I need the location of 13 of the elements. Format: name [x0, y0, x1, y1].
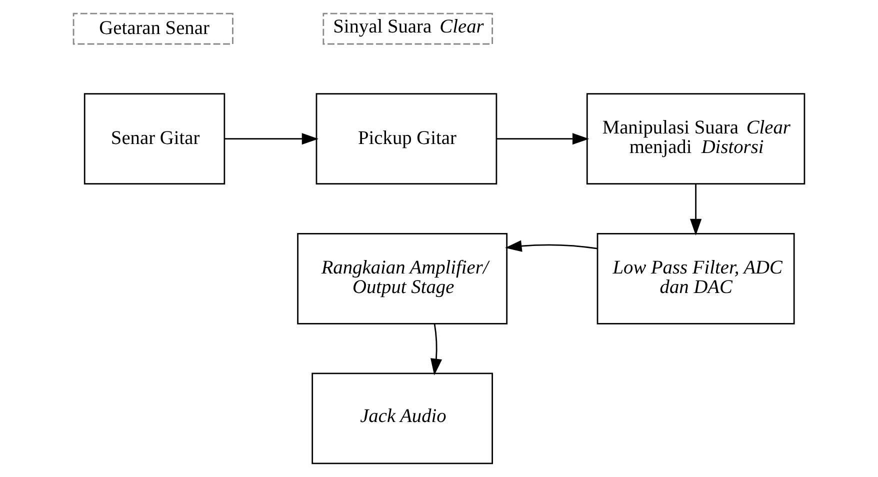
arrow: [505, 240, 598, 252]
node-box: Rangkaian Amplifier/ Output Stage: [297, 232, 508, 324]
arrow: [496, 133, 590, 145]
arrow: [224, 133, 318, 145]
node-box: Manipulasi Suara Clear menjadi Distorsi: [586, 93, 806, 185]
node-box: Jack Audio: [312, 372, 493, 464]
node-box: Low Pass Filter, ADC dan DAC: [596, 232, 795, 324]
node-box: Pickup Gitar: [316, 93, 498, 185]
node-box: Getaran Senar: [72, 12, 234, 45]
node-box: Sinyal Suara Clear: [322, 12, 493, 45]
node-box: Senar Gitar: [84, 93, 226, 185]
arrow: [690, 184, 702, 236]
arrow: [430, 324, 442, 376]
